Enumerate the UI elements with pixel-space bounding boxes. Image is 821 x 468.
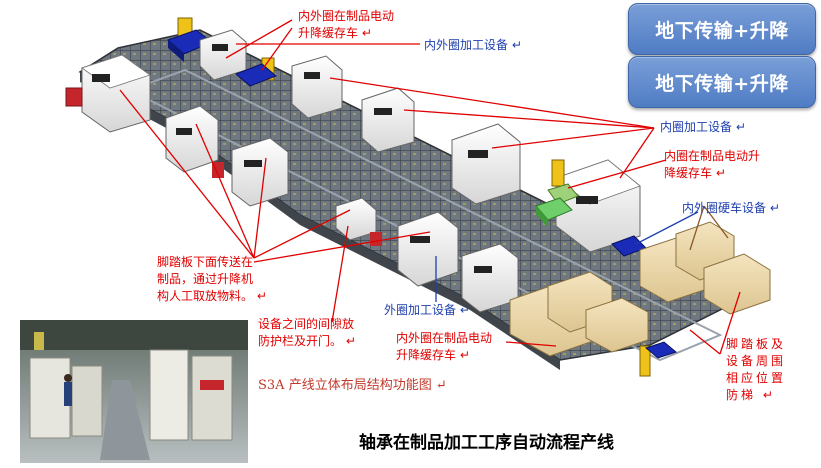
callout-inner-ring-lift-cart: 内圈在制品电动升降缓存车 ↵ (664, 148, 760, 182)
machine-front-2 (231, 137, 289, 207)
machine-back-large (555, 159, 641, 253)
callout-lines-brown (689, 205, 729, 251)
callout-line: 防护栏及开门。 ↵ (258, 334, 356, 348)
factory-photo (20, 320, 248, 463)
machine-left-back (81, 54, 151, 133)
diagram-caption: S3A 产线立体布局结构功能图 ↵ (258, 378, 447, 393)
callout-line: 构人工取放物料。 ↵ (157, 289, 267, 303)
machine-back-2 (361, 87, 415, 153)
page-title: 轴承在制品加工工序自动流程产线 (359, 433, 614, 453)
callout-lines-red (119, 19, 741, 355)
callout-inner-outer-lift-cart-bottom: 内外圈在制品电动升降缓存车 ↵ (396, 330, 492, 364)
callout-line: 脚踏板及 (726, 337, 787, 351)
machine-back-3 (451, 123, 521, 205)
callout-footboard-ladder: 脚踏板及设备周围相应位置防梯 ↵ (726, 336, 786, 404)
callout-lines-blue (435, 211, 699, 302)
callout-inner-ring-machining: 内圈加工设备 ↵ (660, 120, 746, 134)
callout-line: 设备周围 (726, 354, 787, 368)
callout-line: 升降缓存车 ↵ (396, 348, 470, 362)
callout-outer-ring-machining: 外圈加工设备 ↵ (384, 303, 470, 317)
machine-back-1 (291, 55, 343, 119)
underground-transfer-lift-button-1[interactable]: 地下传输+升降 (628, 3, 816, 55)
machine-front-1 (165, 105, 219, 173)
callout-line: 内外圈在制品电动 (298, 9, 395, 23)
underground-transfer-lift-button-2[interactable]: 地下传输+升降 (628, 56, 816, 108)
callout-gap-guardrail: 设备之间的间隙放防护栏及开门。 ↵ (258, 316, 356, 350)
callout-line: 制品，通过升降机 (157, 272, 254, 286)
callout-hard-turning: 内外圈硬车设备 ↵ (682, 201, 780, 215)
red-block-front (212, 162, 224, 178)
callout-line: 防梯 ↵ (726, 388, 776, 402)
callout-inner-outer-lift-cart-top: 内外圈在制品电动升降缓存车 ↵ (298, 8, 394, 42)
callout-footboard-conveyor: 脚踏板下面传送在制品，通过升降机构人工取放物料。 ↵ (157, 254, 267, 305)
machine-front-4 (397, 211, 459, 287)
lift-cart-bottom-right (639, 341, 678, 377)
callout-line: 相应位置 (726, 371, 787, 385)
callout-inner-outer-machining: 内外圈加工设备 ↵ (424, 38, 522, 52)
callout-line: 内外圈在制品电动 (396, 331, 493, 345)
callout-line: 脚踏板下面传送在 (157, 255, 254, 269)
callout-line: 降缓存车 ↵ (664, 166, 726, 180)
hard-turning-units (509, 221, 771, 357)
red-block-mid (370, 232, 382, 246)
callout-line: 内圈在制品电动升 (664, 149, 761, 163)
green-cart (535, 197, 573, 228)
callout-line: 升降缓存车 ↵ (298, 26, 372, 40)
callout-line: 设备之间的间隙放 (258, 317, 355, 331)
red-end-block-left (65, 87, 83, 107)
